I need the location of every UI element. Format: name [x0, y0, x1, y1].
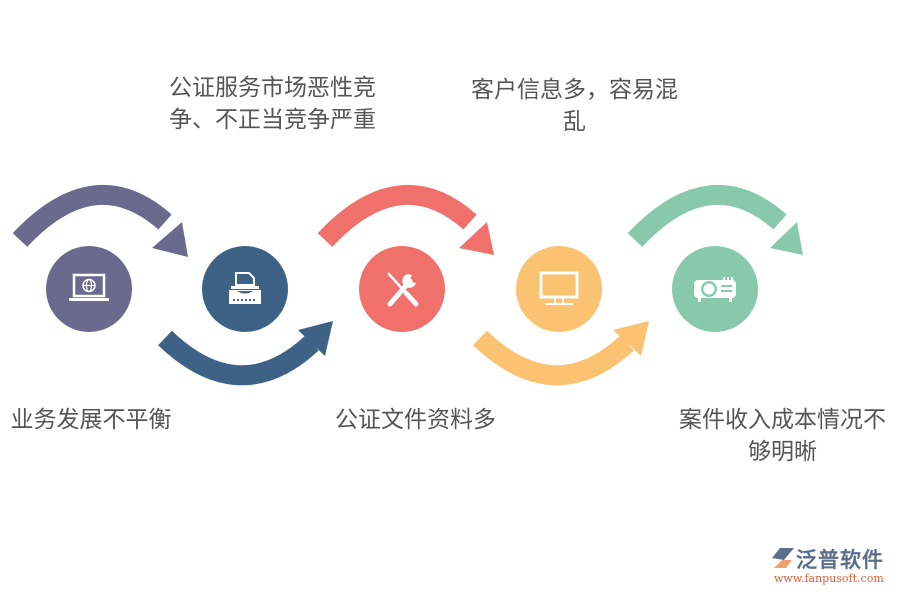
arrow-4-icon — [473, 321, 649, 386]
arrow-2-icon — [158, 321, 333, 386]
step-2-label-line-2: 争、不正当竞争严重 — [169, 107, 376, 133]
step-2-circle — [202, 246, 288, 332]
step-4-label-line-2: 乱 — [563, 109, 586, 135]
step-1-label: 业务发展不平衡 — [10, 407, 172, 433]
laptop-globe-icon — [69, 273, 109, 301]
arrow-5-icon — [627, 184, 803, 255]
logo-name: 泛普软件 — [796, 548, 884, 572]
logo-mark-icon — [772, 548, 794, 568]
step-5-label: 案件收入成本情况不 够明晰 — [660, 404, 900, 468]
step-2-label: 公证服务市场恶性竞 争、不正当竞争严重 — [150, 72, 395, 136]
step-2-label-line-1: 公证服务市场恶性竞 — [169, 75, 376, 101]
logo-url: www.fanpusoft.com — [774, 572, 884, 585]
step-3-circle — [359, 246, 445, 332]
arrow-1-icon — [12, 184, 188, 257]
step-4-label-line-1: 客户信息多，容易混 — [471, 77, 678, 103]
step-5-label-line-2: 够明晰 — [748, 439, 817, 465]
step-5-circle — [672, 246, 758, 332]
monitor-icon — [539, 271, 579, 305]
brand-logo: 泛普软件 www.fanpusoft.com — [768, 544, 888, 590]
step-5-label-line-1: 案件收入成本情况不 — [679, 407, 886, 433]
step-4-label: 客户信息多，容易混 乱 — [452, 74, 697, 138]
typewriter-icon — [229, 272, 261, 304]
tools-icon — [387, 272, 419, 307]
projector-icon — [694, 277, 736, 302]
step-3-label: 公证文件资料多 — [335, 407, 496, 433]
step-1-circle — [46, 246, 132, 332]
arrow-3-icon — [317, 184, 494, 255]
step-4-circle — [516, 246, 602, 332]
